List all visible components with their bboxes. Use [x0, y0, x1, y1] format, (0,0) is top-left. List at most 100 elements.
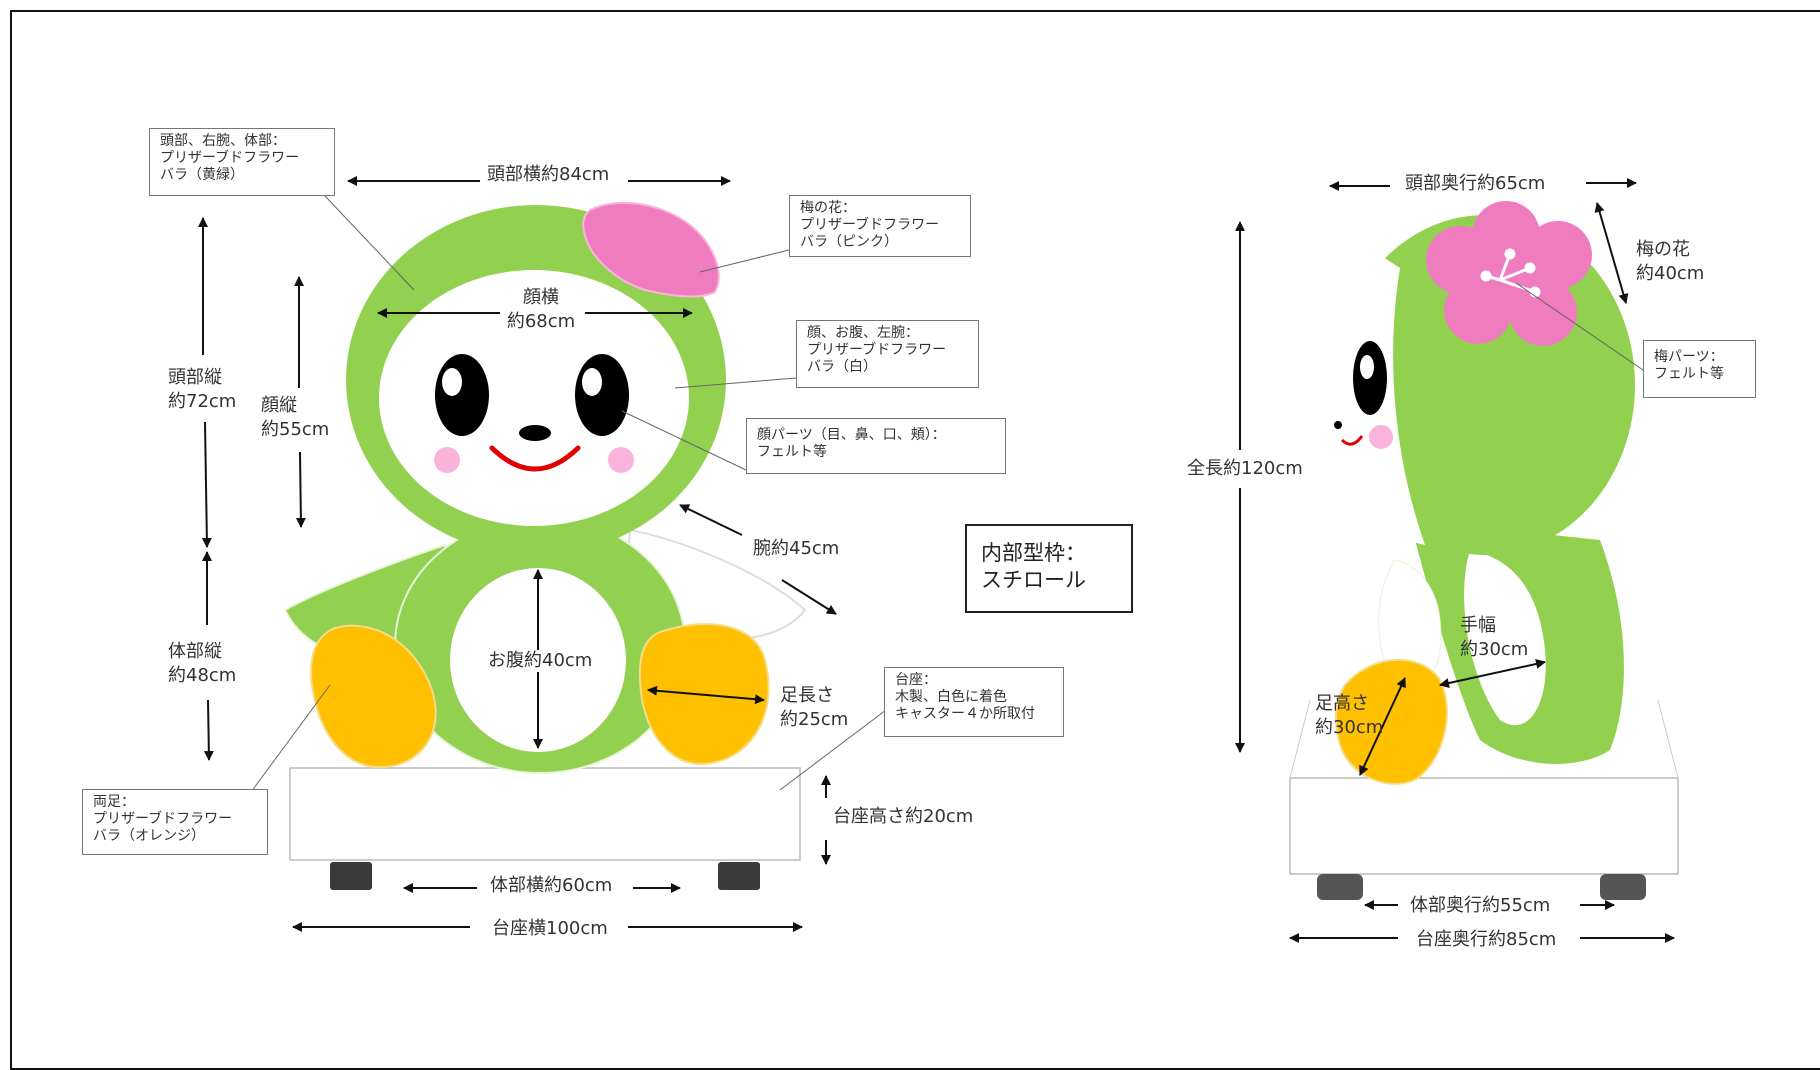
label-head-depth: 頭部奥行約65cm [1405, 173, 1546, 195]
label-foot-height-l2: 約30cm [1315, 717, 1384, 738]
note-head-arm-body: 頭部、右腕、体部： プリザーブドフラワー バラ（黄緑） [149, 128, 335, 196]
label-base-depth: 台座奥行約85cm [1416, 929, 1557, 951]
leader-base [779, 709, 887, 791]
label-hand-width-l1: 手幅 [1460, 615, 1496, 636]
label-head-width: 頭部横約84cm [487, 164, 610, 186]
note-feet-l3: バラ（オレンジ） [93, 828, 205, 844]
leader-feet [250, 684, 331, 793]
label-face-height-l1: 顔縦 [261, 395, 297, 416]
label-hand-width: 手幅 約30cm [1460, 614, 1528, 662]
note-head-arm-body-l2: プリザーブドフラワー [160, 150, 300, 166]
side-mouth [1340, 435, 1364, 446]
label-base-width: 台座横100cm [492, 918, 608, 940]
label-base-height: 台座高さ約20cm [833, 806, 974, 828]
arrow-arm-top [679, 504, 743, 536]
note-feet-l2: プリザーブドフラワー [93, 811, 233, 827]
label-flower-l2: 約40cm [1636, 263, 1705, 284]
label-flower: 梅の花 約40cm [1636, 238, 1704, 286]
note-base-l1: 台座： [895, 672, 937, 688]
note-inner-frame: 内部型枠： スチロール [965, 524, 1133, 613]
label-face-width: 顔横 約68cm [506, 286, 576, 334]
label-face-height: 顔縦 約55cm [261, 394, 330, 442]
note-feet: 両足： プリザーブドフラワー バラ（オレンジ） [82, 789, 268, 855]
arrow-body-height-bottom [203, 699, 214, 761]
front-base [289, 767, 801, 861]
label-body-height-l1: 体部縦 [168, 641, 222, 662]
note-plum-parts: 梅パーツ： フェルト等 [1643, 340, 1756, 398]
label-arm: 腕約45cm [753, 538, 840, 560]
label-total-height: 全長約120cm [1187, 458, 1303, 480]
note-base-l3: キャスター４か所取付 [895, 706, 1035, 722]
plum-flower-front [582, 201, 720, 298]
side-base [1289, 777, 1679, 875]
plum-flower-side [1426, 201, 1592, 346]
note-face-belly-l1: 顔、お腹、左腕： [807, 325, 919, 341]
label-leg-length-l1: 足長さ [780, 685, 834, 706]
note-head-arm-body-l1: 頭部、右腕、体部： [160, 133, 286, 149]
note-base: 台座： 木製、白色に着色 キャスター４か所取付 [884, 667, 1064, 737]
note-face-belly-l2: プリザーブドフラワー [807, 342, 947, 358]
side-caster-left [1317, 874, 1363, 900]
cheek-right [608, 447, 634, 473]
note-face-parts: 顔パーツ（目、鼻、口、頬）： フェルト等 [746, 418, 1006, 474]
leader-flower [699, 249, 790, 273]
label-body-depth: 体部奥行約55cm [1410, 895, 1551, 917]
label-face-height-l2: 約55cm [261, 419, 330, 440]
leader-head [324, 195, 415, 291]
side-caster-right [1600, 874, 1646, 900]
eye-left [435, 354, 489, 436]
cheek-left [434, 447, 460, 473]
label-face-width-l2: 約68cm [506, 311, 576, 332]
label-foot-height: 足高さ 約30cm [1315, 692, 1383, 740]
note-plum-flower: 梅の花： プリザーブドフラワー バラ（ピンク） [789, 195, 971, 257]
label-belly: お腹約40cm [488, 650, 593, 672]
side-eye-highlight [1360, 355, 1374, 379]
arrow-arm-bottom [781, 579, 837, 615]
eye-left-highlight [442, 368, 462, 396]
note-feet-l1: 両足： [93, 794, 135, 810]
label-flower-l1: 梅の花 [1636, 239, 1690, 260]
arrow-head-height-bottom [201, 421, 212, 548]
mouth [489, 445, 581, 472]
front-caster-left [330, 862, 372, 890]
front-caster-right [718, 862, 760, 890]
note-plum-parts-l1: 梅パーツ： [1654, 349, 1724, 365]
side-base-top-edge [1289, 699, 1311, 779]
label-leg-length-l2: 約25cm [780, 709, 849, 730]
arrow-face-height-bottom [295, 451, 306, 528]
leader-plum-parts [1515, 282, 1644, 371]
label-head-height: 頭部縦 約72cm [168, 366, 237, 414]
label-foot-height-l1: 足高さ [1315, 693, 1369, 714]
front-view [198, 176, 887, 932]
note-plum-flower-l1: 梅の花： [800, 200, 856, 216]
side-base-top-edge-2 [1657, 699, 1679, 779]
side-nose [1334, 421, 1342, 429]
side-view [1235, 178, 1679, 943]
leader-parts [621, 410, 747, 471]
note-base-l2: 木製、白色に着色 [895, 689, 1007, 705]
label-hand-width-l2: 約30cm [1460, 639, 1529, 660]
label-body-width: 体部横約60cm [490, 875, 613, 897]
arrow-leg [647, 685, 765, 705]
note-plum-flower-l2: プリザーブドフラワー [800, 217, 940, 233]
leader-face [674, 377, 797, 389]
note-face-belly: 顔、お腹、左腕： プリザーブドフラワー バラ（白） [796, 320, 979, 388]
arrow-hand [1439, 659, 1546, 688]
note-inner-frame-l1: 内部型枠： [981, 541, 1086, 565]
arrow-foot [1359, 677, 1406, 776]
eye-right-highlight [582, 368, 602, 396]
label-head-height-l1: 頭部縦 [168, 367, 222, 388]
label-body-height: 体部縦 約48cm [168, 640, 237, 688]
note-plum-parts-l2: フェルト等 [1654, 366, 1724, 382]
label-face-width-l1: 顔横 [523, 287, 559, 308]
label-head-height-l2: 約72cm [168, 391, 237, 412]
label-body-height-l2: 約48cm [168, 665, 237, 686]
foot-right [310, 624, 437, 769]
label-leg-length: 足長さ 約25cm [780, 684, 848, 732]
arrow-flower [1594, 202, 1629, 304]
note-head-arm-body-l3: バラ（黄緑） [160, 167, 244, 183]
side-eye [1353, 341, 1387, 415]
note-face-belly-l3: バラ（白） [807, 359, 877, 375]
note-plum-flower-l3: バラ（ピンク） [800, 234, 898, 250]
